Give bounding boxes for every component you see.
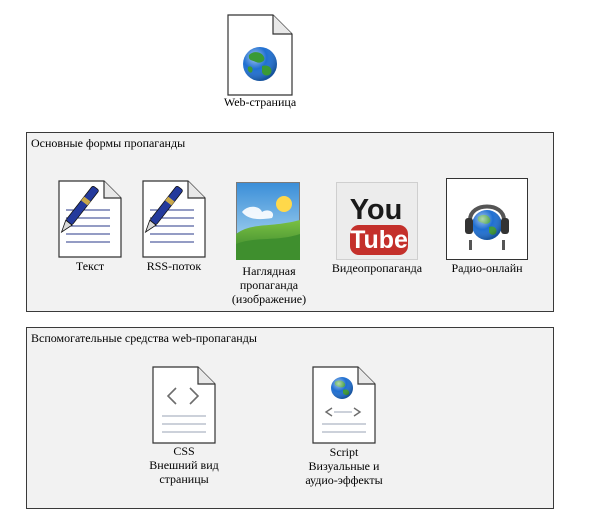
text-label: Текст <box>75 259 105 273</box>
script-label-line-1: Script <box>329 445 359 459</box>
code-document-icon <box>152 366 216 444</box>
image-label-line-2: пропаганда <box>239 278 299 292</box>
script-label-line-2: Визуальные и <box>308 459 380 473</box>
globe-icon <box>243 47 277 81</box>
youtube-tube-text: Tube <box>350 226 408 254</box>
radio-node <box>446 178 528 260</box>
web-page-label: Web-страница <box>223 95 297 109</box>
text-node <box>58 180 122 258</box>
document-pen-icon <box>142 180 206 258</box>
image-label-line-1: Наглядная <box>242 264 296 278</box>
css-label: CSS Внешний вид страницы <box>132 444 236 486</box>
web-page-icon <box>227 14 293 96</box>
rss-node <box>142 180 206 258</box>
youtube-you-text: You <box>350 194 403 226</box>
document-pen-icon <box>58 180 122 258</box>
globe-headphones-icon <box>446 178 528 260</box>
primary-forms-title: Основные формы пропаганды <box>31 136 186 150</box>
css-label-line-3: страницы <box>159 472 209 486</box>
radio-label: Радио-онлайн <box>451 261 523 275</box>
youtube-logo-icon: You Tube <box>336 182 418 260</box>
landscape-image-icon <box>236 182 300 260</box>
auxiliary-title: Вспомогательные средства web-пропаганды <box>31 331 257 345</box>
css-node <box>152 366 216 444</box>
web-page-node <box>227 14 293 96</box>
image-label: Наглядная пропаганда (изображение) <box>226 264 312 306</box>
image-node <box>236 182 300 260</box>
script-document-globe-icon <box>312 366 376 444</box>
css-label-line-2: Внешний вид <box>149 458 219 472</box>
video-label: Видеопропаганда <box>331 261 423 275</box>
script-label: Script Визуальные и аудио-эффекты <box>292 445 396 487</box>
youtube-node: You Tube <box>336 182 418 260</box>
script-node <box>312 366 376 444</box>
script-label-line-3: аудио-эффекты <box>305 473 383 487</box>
rss-label: RSS-поток <box>146 259 202 273</box>
image-label-line-3: (изображение) <box>231 292 307 306</box>
auxiliary-group: Вспомогательные средства web-пропаганды <box>26 327 554 509</box>
css-label-line-1: CSS <box>173 444 195 458</box>
